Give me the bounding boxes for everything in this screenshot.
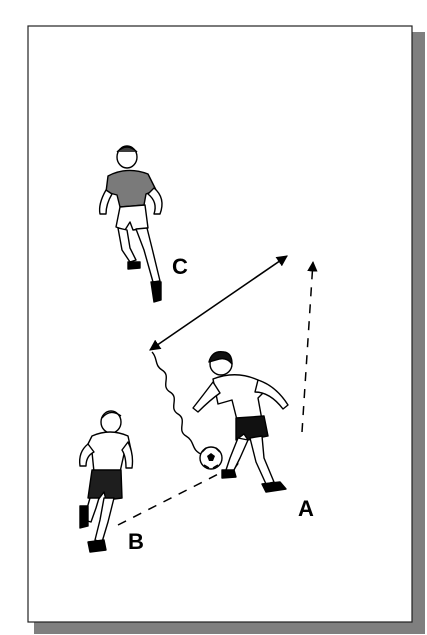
- player-label-a: A: [298, 496, 314, 521]
- player-label-c: C: [172, 254, 188, 279]
- soccer-ball-icon: [200, 447, 222, 469]
- player-label-b: B: [128, 529, 144, 554]
- field-frame: [28, 26, 412, 622]
